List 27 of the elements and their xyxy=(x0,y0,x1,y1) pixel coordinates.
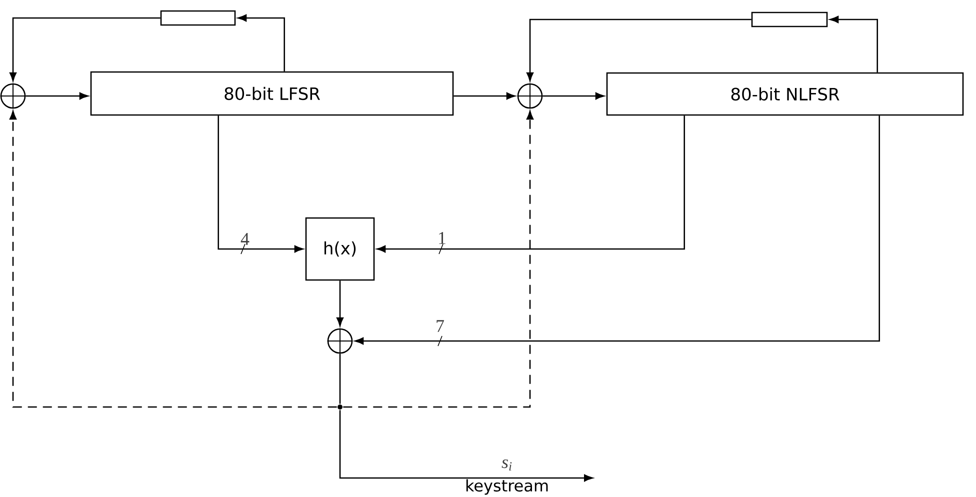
register-box: 80-bit NLFSR xyxy=(606,72,964,116)
arrow xyxy=(454,92,516,100)
xor-symbol xyxy=(326,328,354,354)
output-label: keystream xyxy=(466,479,548,495)
arrow xyxy=(526,18,752,82)
arrow xyxy=(26,92,88,100)
arrow xyxy=(238,14,285,72)
arrow xyxy=(339,410,593,482)
arrow xyxy=(9,110,337,408)
xor-symbol xyxy=(0,82,26,110)
arrow xyxy=(830,16,878,72)
register-box: 80-bit LFSR xyxy=(90,71,454,116)
arrow xyxy=(9,17,160,82)
feedback-box xyxy=(160,10,236,26)
arrow xyxy=(542,92,604,100)
arrow xyxy=(343,110,534,408)
edge-label: 1 xyxy=(439,232,446,244)
function-box: h(x) xyxy=(305,217,375,281)
edge-label: 4 xyxy=(240,233,250,245)
edge-label: 7 xyxy=(436,320,444,332)
arrow xyxy=(376,116,685,253)
edge-label: s$_{i}$ xyxy=(502,459,512,471)
xor-symbol xyxy=(516,82,544,110)
arrow xyxy=(354,116,880,345)
arrow xyxy=(336,280,344,326)
arrow xyxy=(218,116,304,253)
feedback-box xyxy=(751,12,828,28)
